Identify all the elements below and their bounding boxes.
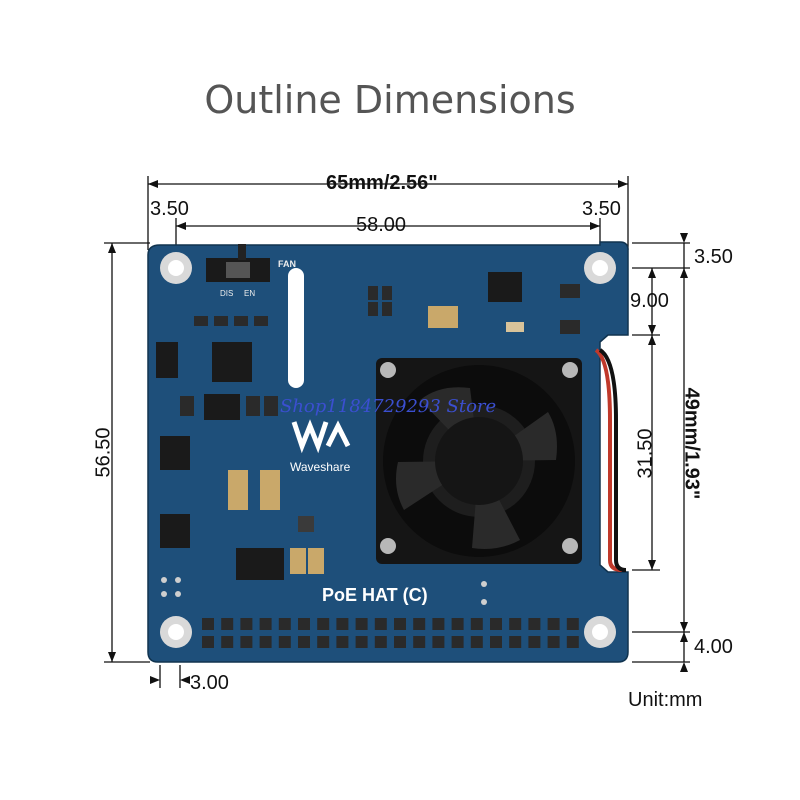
gpio-pin bbox=[547, 618, 560, 630]
switch-dis-label: DIS bbox=[220, 289, 234, 298]
bottom-left-offset-label: 3.00 bbox=[190, 672, 229, 694]
gpio-pin bbox=[413, 618, 426, 630]
gpio-pin bbox=[278, 618, 291, 630]
gpio-pin bbox=[470, 636, 483, 648]
gpio-pin bbox=[259, 618, 272, 630]
board-name-label: PoE HAT (C) bbox=[322, 585, 428, 605]
gpio-pin bbox=[298, 636, 310, 648]
gpio-header bbox=[202, 618, 579, 648]
gpio-pin bbox=[451, 618, 464, 630]
gpio-pin bbox=[202, 618, 214, 630]
switch-en-label: EN bbox=[244, 289, 256, 298]
gpio-pin bbox=[451, 636, 464, 648]
gpio-pin bbox=[355, 618, 368, 630]
gpio-pin bbox=[374, 618, 387, 630]
gpio-pin bbox=[566, 636, 579, 648]
overall-height-label: 49mm/1.93" bbox=[680, 387, 703, 500]
gpio-pin bbox=[259, 636, 272, 648]
gpio-pin bbox=[317, 618, 330, 630]
chips bbox=[156, 272, 522, 580]
gpio-pin bbox=[432, 618, 445, 630]
top-right-label: 3.50 bbox=[694, 246, 733, 268]
gpio-pin bbox=[432, 636, 445, 648]
gpio-pin bbox=[202, 636, 214, 648]
gpio-pin bbox=[470, 618, 483, 630]
gpio-pin bbox=[317, 636, 330, 648]
pcb-board bbox=[147, 241, 629, 663]
right-bottom-label: 4.00 bbox=[694, 636, 733, 658]
gpio-pin bbox=[490, 636, 502, 648]
gpio-pin bbox=[336, 618, 349, 630]
dimension-lines bbox=[104, 176, 690, 688]
page-title: Outline Dimensions bbox=[204, 78, 576, 122]
unit-label: Unit:mm bbox=[628, 689, 703, 711]
waveshare-logo bbox=[291, 419, 351, 454]
height-left-label: 56.50 bbox=[92, 427, 115, 478]
mounting-holes bbox=[160, 252, 616, 648]
gpio-pin bbox=[240, 618, 253, 630]
gpio-pin bbox=[240, 636, 253, 648]
gpio-pin bbox=[355, 636, 368, 648]
cooling-fan bbox=[376, 358, 582, 564]
switch-label: FAN bbox=[278, 259, 296, 269]
smd-parts bbox=[180, 284, 580, 416]
fan-screws bbox=[380, 362, 578, 554]
watermark: Shop1184729293 Store bbox=[280, 396, 497, 417]
gpio-pin bbox=[509, 636, 522, 648]
hole-spacing-label: 58.00 bbox=[356, 214, 407, 236]
brand-label: Waveshare bbox=[290, 460, 351, 474]
gpio-pin bbox=[509, 618, 522, 630]
gpio-pin bbox=[394, 618, 406, 630]
gpio-pin bbox=[221, 618, 234, 630]
right-margin-label: 3.50 bbox=[582, 198, 621, 220]
gpio-pin bbox=[374, 636, 387, 648]
gpio-pin bbox=[221, 636, 234, 648]
right-31-label: 31.50 bbox=[634, 428, 657, 479]
gpio-pin bbox=[336, 636, 349, 648]
pads-left bbox=[161, 577, 487, 605]
gpio-pin bbox=[298, 618, 310, 630]
gpio-pin bbox=[394, 636, 406, 648]
gpio-pin bbox=[278, 636, 291, 648]
gpio-pin bbox=[547, 636, 560, 648]
left-margin-label: 3.50 bbox=[150, 198, 189, 220]
gpio-pin bbox=[528, 636, 541, 648]
dimension-arrows bbox=[108, 180, 688, 684]
cable-slot bbox=[288, 268, 304, 388]
gpio-pin bbox=[566, 618, 579, 630]
overall-width-label: 65mm/2.56" bbox=[326, 172, 438, 194]
gpio-pin bbox=[490, 618, 502, 630]
capacitors bbox=[228, 306, 524, 574]
right-9-label: 9.00 bbox=[630, 290, 669, 312]
gpio-pin bbox=[528, 618, 541, 630]
gpio-pin bbox=[413, 636, 426, 648]
